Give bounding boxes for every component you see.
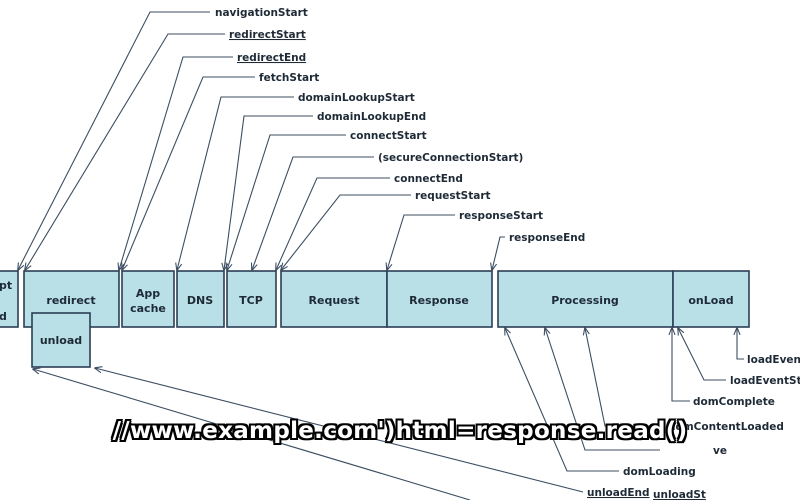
arrow-navigation-start [18,11,210,270]
tcp-label: TCP [239,294,263,307]
arrow-load-event-end [737,328,744,360]
prompt-for-unload-box [0,270,19,328]
app-cache-box [121,270,175,328]
onload-label: onLoad [688,294,733,307]
arrow-dom-interactive [545,328,660,451]
request-box [280,270,388,328]
arrow-fetch-start [122,76,255,270]
arrow-secure-connection-start [252,156,374,270]
prompt-for-unload-label-2: d [0,310,7,323]
video-subtitle: //www.example.com')html=response.read() [112,418,688,444]
event-connect-end: connectEnd [394,173,463,185]
dns-box [176,270,225,328]
tcp-box [226,270,277,328]
event-domain-lookup-start: domainLookupStart [298,92,415,104]
event-connect-start: connectStart [350,130,427,142]
event-redirect-start: redirectStart [229,29,306,41]
arrow-unload-start [33,369,471,500]
arrow-dom-complete [672,328,690,402]
event-unload-start: unloadSt [653,489,706,500]
arrow-connect-start [227,134,346,270]
dns-label: DNS [187,294,213,307]
arrow-response-end [492,236,505,270]
arrow-unload-end [95,368,584,493]
response-label: Response [409,294,469,307]
event-secure-connection-start: (secureConnectionStart) [378,152,523,164]
arrow-response-start [387,214,455,270]
request-label: Request [309,294,360,307]
arrow-request-start [281,194,411,270]
event-fetch-start: fetchStart [259,72,319,84]
arrow-domain-lookup-start [177,96,294,270]
event-response-start: responseStart [459,210,543,222]
event-dom-interactive: ve [713,445,727,457]
arrow-dom-content-loaded [585,328,664,427]
onload-box [672,270,750,328]
arrow-load-event-start [678,328,726,381]
app-cache-label-1: App [136,287,160,300]
event-load-event-start: loadEventSta [730,375,800,387]
arrow-redirect-end [119,56,233,270]
arrow-dom-loading [505,328,619,472]
app-cache-label-2: cache [130,302,166,315]
arrow-domain-lookup-end [224,115,313,270]
event-unload-end: unloadEnd [587,487,650,499]
event-dom-content-loaded: domContentLoaded [668,421,784,433]
arrow-redirect-start [25,33,225,270]
unload-box [31,312,91,368]
event-navigation-start: navigationStart [215,7,308,19]
event-dom-complete: domComplete [693,396,775,408]
event-request-start: requestStart [415,190,491,202]
event-load-event-end: loadEvent [747,354,800,366]
response-box [386,270,493,328]
event-dom-loading: domLoading [623,466,696,478]
redirect-label: redirect [46,294,95,307]
processing-label: Processing [551,294,619,307]
event-redirect-end: redirectEnd [237,52,306,64]
event-domain-lookup-end: domainLookupEnd [317,111,426,123]
arrow-connect-end [276,177,390,270]
event-response-end: responseEnd [509,232,585,244]
unload-label: unload [40,334,82,347]
prompt-for-unload-label-1: pt [0,279,12,292]
